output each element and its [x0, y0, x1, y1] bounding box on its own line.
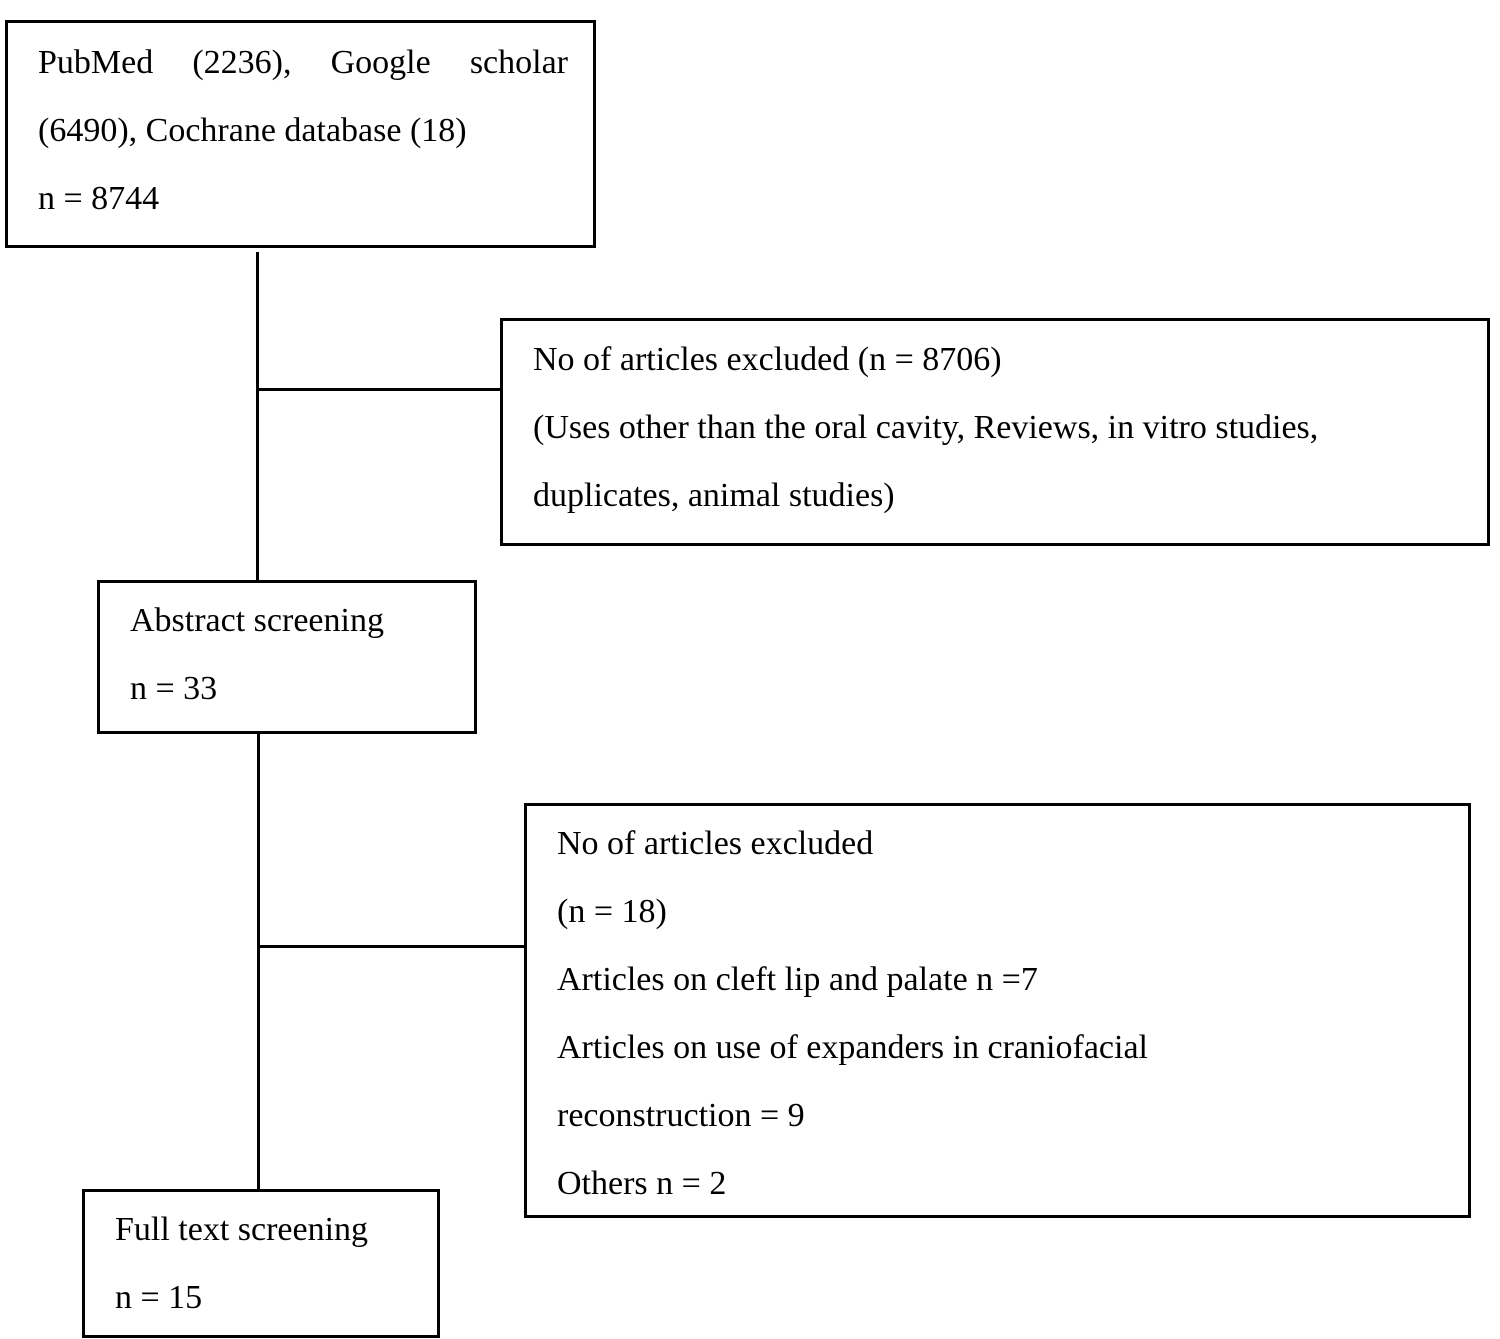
exclusion-2-line-6: Others n = 2	[557, 1165, 727, 1202]
exclusion-2-line-1: No of articles excluded	[557, 825, 874, 862]
identification-line-1: PubMed (2236), Google scholar	[38, 29, 568, 97]
exclusion-1-box: No of articles excluded (n = 8706) (Uses…	[500, 318, 1490, 546]
identification-word: (2236),	[192, 44, 292, 81]
exclusion-2-line-5: reconstruction = 9	[557, 1097, 805, 1134]
identification-word: Google	[330, 44, 431, 81]
abstract-screening-count: n = 33	[130, 670, 218, 707]
exclusion-1-branch-connector	[256, 388, 502, 391]
identification-word: scholar	[469, 44, 568, 81]
full-text-screening-label: Full text screening	[115, 1211, 369, 1248]
identification-word: PubMed	[38, 44, 154, 81]
abstract-screening-label: Abstract screening	[130, 602, 384, 639]
exclusion-2-line-4: Articles on use of expanders in craniofa…	[557, 1029, 1148, 1066]
identification-line-2: (6490), Cochrane database (18)	[38, 112, 467, 149]
exclusion-1-line-2: (Uses other than the oral cavity, Review…	[533, 409, 1319, 446]
full-text-screening-box: Full text screening n = 15	[82, 1189, 440, 1338]
exclusion-1-line-1: No of articles excluded (n = 8706)	[533, 341, 1002, 378]
identification-count: n = 8744	[38, 180, 160, 217]
full-text-screening-count: n = 15	[115, 1279, 203, 1316]
main-flow-connector-bottom	[257, 732, 260, 1192]
exclusion-2-line-3: Articles on cleft lip and palate n =7	[557, 961, 1038, 998]
exclusion-2-line-2: (n = 18)	[557, 893, 667, 930]
exclusion-1-line-3: duplicates, animal studies)	[533, 477, 895, 514]
identification-box: PubMed (2236), Google scholar (6490), Co…	[5, 20, 596, 248]
abstract-screening-box: Abstract screening n = 33	[97, 580, 477, 734]
exclusion-2-box: No of articles excluded (n = 18) Article…	[524, 803, 1471, 1218]
main-flow-connector-top	[256, 252, 259, 582]
exclusion-2-branch-connector	[257, 945, 527, 948]
